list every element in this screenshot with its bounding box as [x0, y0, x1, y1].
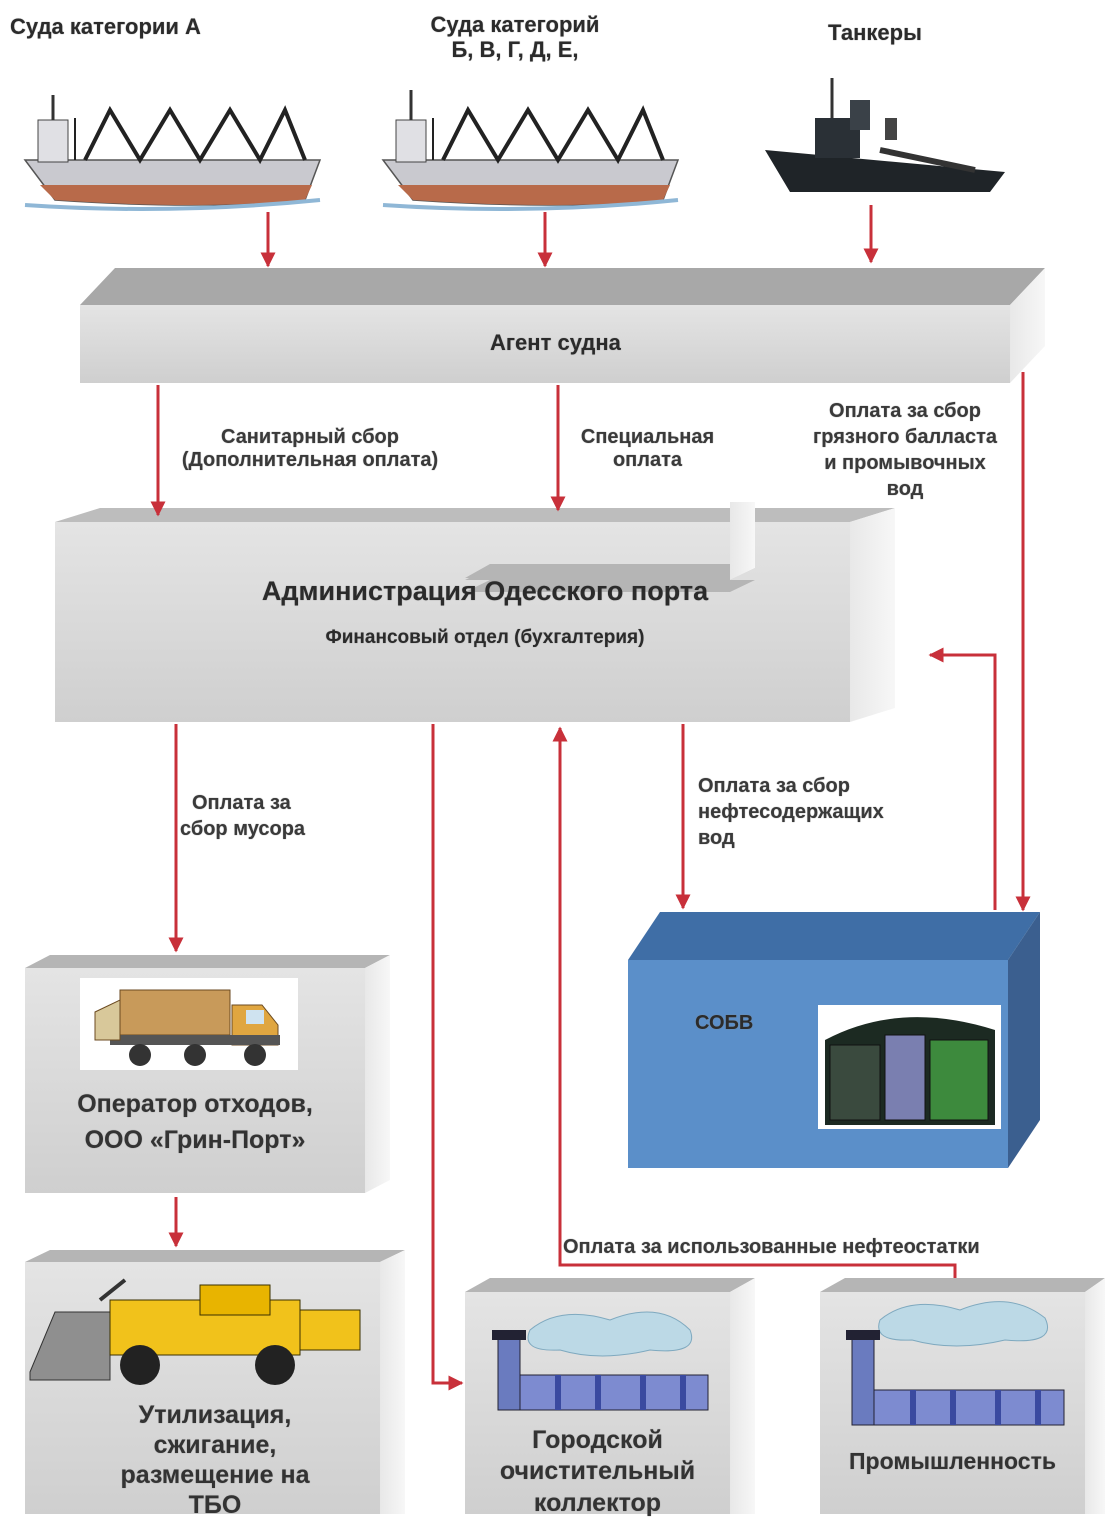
- disposal-line4: ТБО: [188, 1491, 242, 1519]
- operator-line2: ООО «Грин-Порт»: [84, 1126, 306, 1155]
- ballast-line2: грязного балласта: [812, 426, 998, 448]
- admin-box: [55, 508, 895, 722]
- collector-box-frame: [465, 580, 755, 592]
- oily-label: Оплата за сбор нефтесодержащих вод: [698, 773, 884, 851]
- ballast-line4: вод: [886, 478, 924, 500]
- oily-line3: вод: [698, 827, 735, 849]
- tanker-icon: [765, 78, 1005, 192]
- garbage-line2: сбор мусора: [180, 818, 306, 840]
- sanitary-line1: Санитарный сбор: [221, 426, 399, 448]
- operator-label: Оператор отходов, ООО «Грин-Порт»: [25, 1086, 365, 1159]
- ballast-label: Оплата за сбор грязного балласта и промы…: [790, 398, 1020, 502]
- garbage-truck-icon: [94, 989, 280, 1066]
- storage-tanks-icon: [825, 1017, 995, 1125]
- oily-line1: Оплата за сбор: [698, 775, 850, 797]
- disposal-line2: сжигание,: [153, 1431, 277, 1459]
- special-line1: Специальная: [580, 426, 715, 448]
- collector-label: Городской очистительный коллектор: [465, 1425, 730, 1519]
- ballast-line1: Оплата за сбор: [829, 400, 981, 422]
- bulldozer-icon: [29, 1278, 361, 1385]
- ship-cat-a-icon: [23, 95, 322, 211]
- agent-title: Агент судна: [490, 330, 621, 355]
- admin-subtitle: Финансовый отдел (бухгалтерия): [325, 627, 645, 648]
- factory-industry-icon: [846, 1301, 1065, 1426]
- tankers-label: Танкеры: [828, 20, 922, 45]
- ship-cat-a-label: Суда категории А: [10, 14, 201, 39]
- disposal-line3: размещение на: [120, 1461, 310, 1489]
- ship-cat-b-line1: Суда категорий: [430, 12, 600, 37]
- arrow-sobv-admin: [928, 647, 997, 910]
- collector-line1: Городской: [532, 1426, 663, 1454]
- sanitary-label: Санитарный сбор (Дополнительная оплата): [160, 426, 460, 472]
- arrow-industry-admin: [552, 726, 957, 1278]
- sanitary-line2: (Дополнительная оплата): [181, 449, 439, 471]
- arrow-admin-collector: [431, 724, 464, 1391]
- special-label: Специальная оплата: [560, 426, 735, 472]
- collector-box-shape: [465, 502, 755, 580]
- oily-line2: нефтесодержащих: [698, 801, 884, 823]
- admin-title: Администрация Одесского порта: [261, 576, 709, 606]
- ship-cat-b-label: Суда категорий Б, В, Г, Д, Е,: [395, 12, 635, 63]
- sobv-label: СОБВ: [695, 1012, 754, 1034]
- agent-box: [80, 268, 1045, 383]
- special-line2: оплата: [612, 449, 683, 471]
- factory-collector-icon: [492, 1311, 709, 1411]
- ship-cat-b-icon: [381, 90, 680, 211]
- residues-label: Оплата за использованные нефтеостатки: [563, 1236, 980, 1258]
- disposal-line1: Утилизация,: [138, 1401, 292, 1429]
- disposal-label: Утилизация, сжигание, размещение на ТБО: [25, 1400, 405, 1520]
- collector-line3: коллектор: [533, 1488, 662, 1517]
- garbage-line1: Оплата за: [192, 792, 291, 814]
- flow-arrows: [150, 205, 1031, 1391]
- collector-line2: очистительный: [499, 1457, 696, 1486]
- ship-cat-b-line2: Б, В, Г, Д, Е,: [451, 37, 579, 63]
- ballast-line3: и промывочных: [824, 452, 986, 474]
- operator-line1: Оператор отходов,: [77, 1090, 313, 1118]
- industry-label: Промышленность: [849, 1448, 1056, 1474]
- garbage-label: Оплата за сбор мусора: [180, 790, 305, 842]
